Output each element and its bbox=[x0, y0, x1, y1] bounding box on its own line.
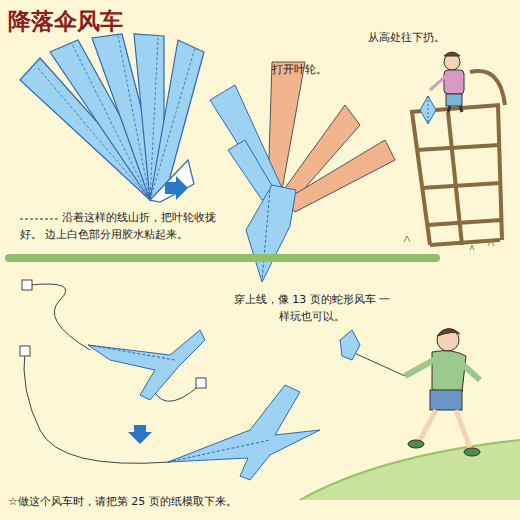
page-title: 降落伞风车 bbox=[8, 8, 123, 36]
play-note: 穿上线，像 13 页的蛇形风车 一样玩也可以。 bbox=[232, 292, 392, 325]
small-kite bbox=[340, 330, 360, 360]
step-note: 从高处往下扔。 bbox=[368, 30, 445, 47]
dash-sample bbox=[20, 219, 58, 220]
step-arrow-down bbox=[128, 425, 152, 444]
child-on-tower bbox=[430, 52, 464, 112]
divider-bar bbox=[5, 254, 440, 262]
kite-line bbox=[352, 352, 405, 376]
running-child bbox=[405, 328, 480, 456]
step-arrow bbox=[165, 176, 188, 200]
falling-wheel bbox=[420, 96, 436, 124]
page-caption: ☆做这个风车时，请把第 25 页的纸模取下来。 bbox=[8, 494, 237, 511]
kite-strings bbox=[24, 284, 200, 463]
string-tags bbox=[20, 280, 206, 388]
fold-instruction: 沿着这样的线山折，把叶轮收拢好。 边上白色部分用胶水粘起来。 bbox=[20, 210, 232, 243]
hill-edge bbox=[300, 440, 520, 500]
hill bbox=[300, 440, 520, 500]
fan-blades bbox=[20, 34, 204, 202]
kite-plane-1 bbox=[88, 330, 205, 400]
climbing-tower bbox=[410, 71, 505, 245]
opened-wheel bbox=[210, 62, 395, 282]
step-note: 打开叶轮。 bbox=[272, 62, 327, 79]
fold-lines bbox=[38, 36, 195, 200]
kite-plane-2 bbox=[168, 385, 320, 480]
grass bbox=[404, 236, 494, 250]
